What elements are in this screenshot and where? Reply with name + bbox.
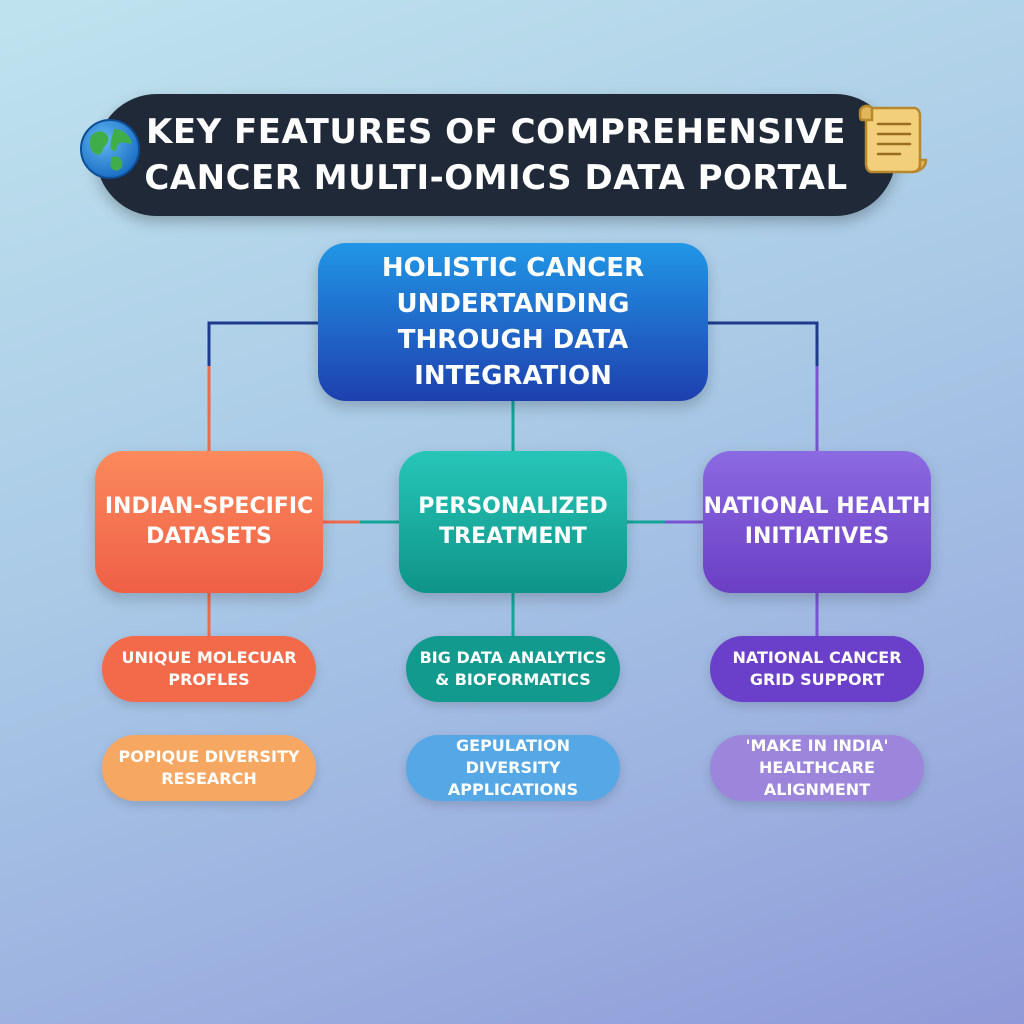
title-line-1: KEY FEATURES OF COMPREHENSIVE (146, 112, 846, 152)
sub-node-diversity-research: POPIQUE DIVERSITY RESEARCH (102, 735, 316, 801)
sub-node-molecular-profiles: UNIQUE MOLECUAR PROFLES (102, 636, 316, 702)
branch-label: INDIAN-SPECIFIC DATASETS (104, 494, 314, 549)
sub-node-label: BIG DATA ANALYTICS & BIOFORMATICS (419, 648, 607, 689)
branch-node-personalized-treatment: PERSONALIZED TREATMENT (399, 451, 627, 593)
sub-node-label: POPIQUE DIVERSITY RESEARCH (118, 747, 300, 788)
sub-node-cancer-grid: NATIONAL CANCER GRID SUPPORT (710, 636, 924, 702)
sub-node-population-diversity: GEPULATION DIVERSITY APPLICATIONS (406, 735, 620, 801)
connector-root-right (708, 321, 819, 366)
connector-root-left (207, 321, 318, 366)
sub-node-label: NATIONAL CANCER GRID SUPPORT (732, 648, 902, 689)
sub-node-make-in-india: 'MAKE IN INDIA' HEALTHCARE ALIGNMENT (710, 735, 924, 801)
scroll-icon (858, 104, 928, 174)
root-node-label: HOLISTIC CANCER UNDERTANDING THROUGH DAT… (381, 253, 645, 391)
branch-label: PERSONALIZED TREATMENT (418, 494, 608, 549)
branch-node-indian-datasets: INDIAN-SPECIFIC DATASETS (95, 451, 323, 593)
title-line-2: CANCER MULTI-OMICS DATA PORTAL (144, 158, 848, 198)
sub-node-label: UNIQUE MOLECUAR PROFLES (121, 648, 297, 689)
root-node: HOLISTIC CANCER UNDERTANDING THROUGH DAT… (318, 243, 708, 401)
title-banner: KEY FEATURES OF COMPREHENSIVE CANCER MUL… (96, 94, 896, 216)
sub-node-label: 'MAKE IN INDIA' HEALTHCARE ALIGNMENT (745, 736, 889, 799)
branch-label: NATIONAL HEALTH INITIATIVES (703, 494, 931, 549)
sub-node-big-data-analytics: BIG DATA ANALYTICS & BIOFORMATICS (406, 636, 620, 702)
branch-node-national-health: NATIONAL HEALTH INITIATIVES (703, 451, 931, 593)
globe-icon (80, 119, 140, 179)
sub-node-label: GEPULATION DIVERSITY APPLICATIONS (447, 736, 579, 799)
